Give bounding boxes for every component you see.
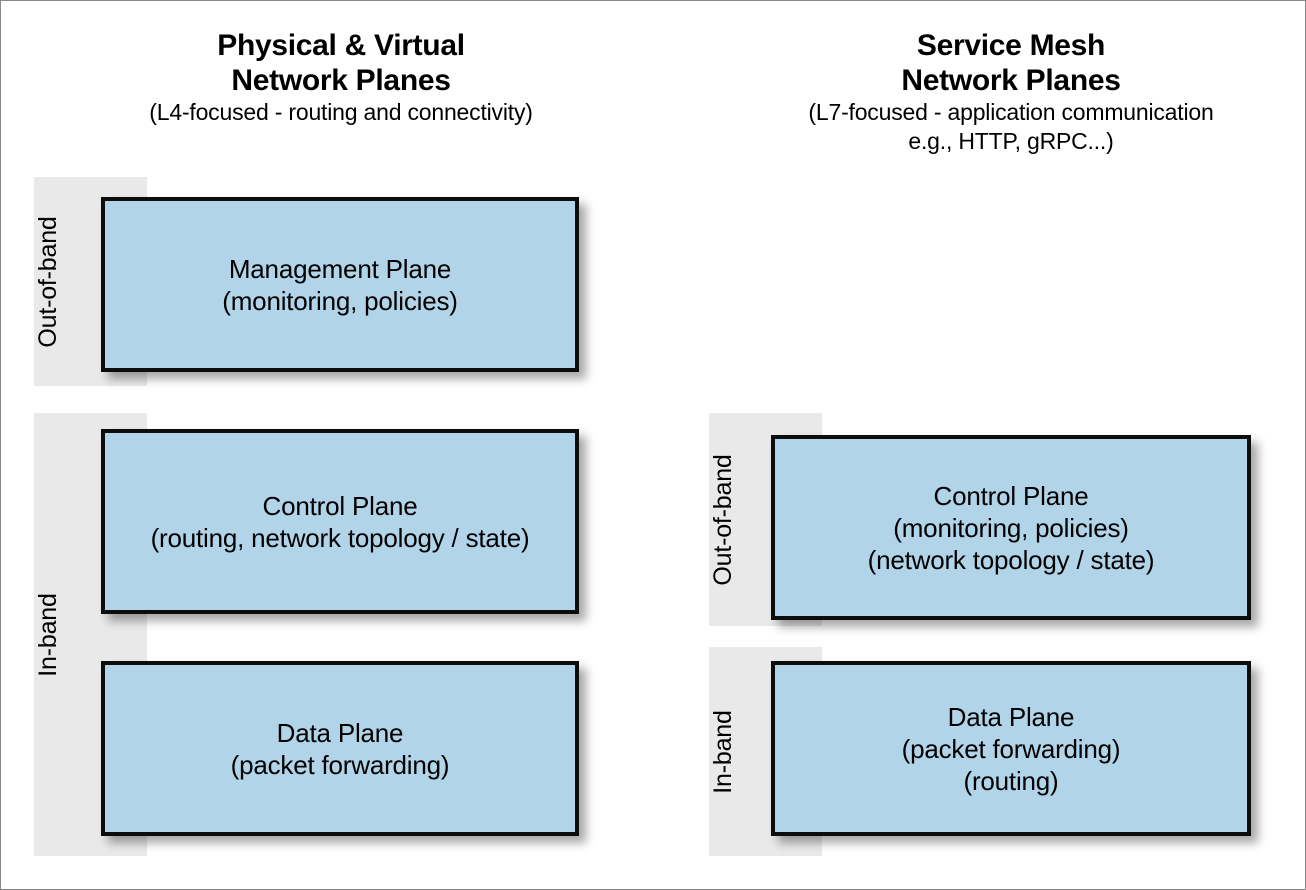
plane-detail-1: (packet forwarding) (230, 749, 450, 780)
plane-title: Management Plane (228, 253, 452, 284)
plane-box-control-plane-right[interactable]: Control Plane (monitoring, policies) (ne… (771, 435, 1251, 620)
plane-detail-1: (packet forwarding) (901, 733, 1121, 764)
column-subtitle-line2: e.g., HTTP, gRPC...) (908, 128, 1114, 154)
column-title-line1: Service Mesh (916, 29, 1106, 62)
plane-detail-1: (monitoring, policies) (893, 512, 1129, 543)
column-title-line1: Physical & Virtual (217, 29, 465, 62)
column-title-line2: Network Planes (901, 64, 1121, 97)
plane-box-data-plane-left[interactable]: Data Plane (packet forwarding) (101, 661, 579, 836)
plane-title: Data Plane (276, 717, 404, 748)
plane-detail-2: (network topology / state) (867, 544, 1155, 575)
plane-detail-1: (routing, network topology / state) (150, 522, 530, 553)
plane-title: Control Plane (262, 490, 418, 521)
plane-detail-1: (monitoring, policies) (222, 285, 458, 316)
plane-box-control-plane-left[interactable]: Control Plane (routing, network topology… (101, 429, 579, 614)
plane-detail-2: (routing) (963, 765, 1059, 796)
plane-title: Data Plane (947, 701, 1075, 732)
column-subtitle-line1: (L7-focused - application communication (808, 99, 1214, 125)
column-heading-physical-virtual: Physical & Virtual Network Planes (L4-fo… (96, 28, 586, 127)
plane-box-management-plane[interactable]: Management Plane (monitoring, policies) (101, 197, 579, 372)
column-heading-service-mesh: Service Mesh Network Planes (L7-focused … (761, 28, 1261, 156)
column-subtitle-line1: (L4-focused - routing and connectivity) (149, 99, 533, 125)
column-title-line2: Network Planes (231, 64, 451, 97)
plane-title: Control Plane (933, 480, 1089, 511)
plane-box-data-plane-right[interactable]: Data Plane (packet forwarding) (routing) (771, 661, 1251, 836)
